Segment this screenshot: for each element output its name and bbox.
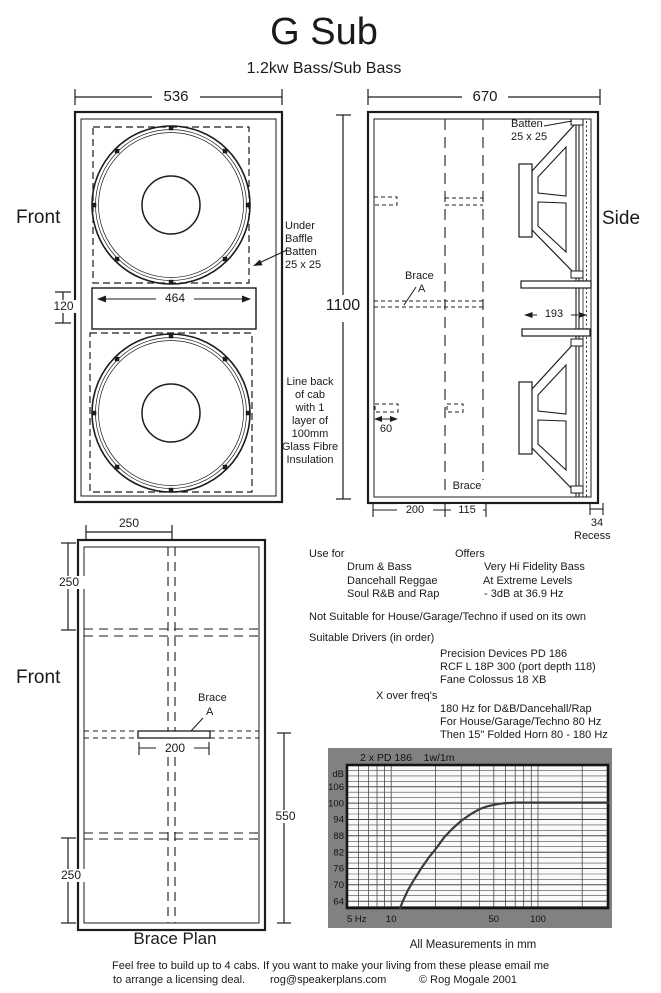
frequency-response-chart: 2 x PD 186 1w/1m dB 64 70 76 82 88 94 100 106 5 Hz…	[328, 748, 612, 928]
bp-brace-a-bar	[137, 730, 211, 739]
batten-note-leader	[543, 120, 573, 127]
xover-item: 180 Hz for D&B/Dancehall/Rap	[440, 703, 592, 715]
front-view-label: Front	[16, 207, 61, 228]
svg-text:100: 100	[328, 798, 344, 809]
side-recess-label: Recess	[574, 530, 611, 542]
front-port-width-dim-label: 464	[156, 292, 194, 305]
side-115-dim-label: 115	[451, 504, 483, 517]
side-brace-note-line1: Brace	[405, 270, 434, 282]
svg-text:82: 82	[333, 847, 344, 858]
side-bottom-speaker-magnet	[518, 381, 533, 455]
footer-copyright: © Rog Mogale 2001	[419, 974, 518, 986]
baffle-note-leader-line	[258, 249, 288, 264]
driver-item: Precision Devices PD 186	[440, 648, 568, 660]
bp-left-top-dim-label: 250	[52, 576, 86, 589]
side-cabinet-outline	[366, 110, 600, 505]
bp-right-dim-label: 550	[268, 810, 303, 823]
page-title: G Sub	[270, 11, 378, 53]
footer-line1: Feel free to build up to 4 cabs. If you …	[112, 960, 550, 972]
side-200-dim-label: 200	[397, 504, 433, 517]
side-port-shelf-top	[520, 280, 592, 289]
side-brace-bottom-label: Brace	[447, 480, 487, 493]
xover-heading: X over freq's	[376, 690, 438, 702]
side-view-drawing	[336, 89, 604, 517]
insulation-note: Line back of cab with 1 layer of 100mm G…	[281, 376, 339, 466]
side-brace-note-leader	[403, 286, 417, 306]
driver-item: Fane Colossus 18 XB	[440, 674, 547, 686]
front-width-dim-label: 536	[152, 89, 200, 104]
use-for-heading: Use for	[309, 548, 345, 560]
footer-licensing-text: to arrange a licensing deal.	[113, 974, 246, 986]
bp-brace-note-line2: A	[206, 706, 214, 718]
use-for-item: Soul R&B and Rap	[347, 588, 440, 600]
use-for-item: Drum & Bass	[347, 561, 412, 573]
side-60-dim-label: 60	[379, 423, 393, 435]
bp-left-bottom-dim-label: 250	[54, 869, 88, 882]
svg-text:70: 70	[333, 880, 344, 891]
side-port-shelf-bottom	[521, 328, 591, 337]
driver-item: RCF L 18P 300 (port depth 118)	[440, 661, 596, 673]
bp-cabinet-outline	[76, 538, 267, 932]
brace-plan-view-label: Front	[16, 667, 61, 688]
side-top-speaker-cone	[537, 145, 567, 197]
front-port	[91, 287, 257, 330]
side-view-label: Side	[602, 208, 641, 229]
side-34-dim-label: 34	[590, 517, 604, 529]
not-suitable-note: Not Suitable for House/Garage/Techno if …	[309, 611, 586, 623]
side-brace-note-line2: A	[418, 283, 426, 295]
front-port-height-dim-label: 120	[47, 300, 80, 313]
bp-brace-width-dim-label: 200	[156, 742, 194, 755]
brace-plan-caption: Brace Plan	[133, 929, 217, 948]
offers-item: At Extreme Levels	[483, 575, 573, 587]
side-battens	[570, 118, 584, 494]
svg-text:88: 88	[333, 831, 344, 842]
svg-text:64: 64	[333, 896, 344, 907]
svg-text:5 Hz: 5 Hz	[347, 914, 367, 925]
use-for-item: Dancehall Reggae	[347, 575, 438, 587]
svg-text:2 x PD 186 1w/1m: 2 x PD 186 1w/1m	[360, 752, 455, 764]
offers-heading: Offers	[455, 548, 485, 560]
svg-text:50: 50	[489, 914, 500, 925]
svg-text:94: 94	[333, 815, 344, 826]
side-width-dim-label: 670	[462, 89, 508, 104]
bp-top-dim-label: 250	[110, 517, 148, 530]
svg-text:dB: dB	[332, 769, 344, 780]
front-cabinet-outline	[73, 110, 284, 504]
side-bottom-speaker-cone	[537, 363, 567, 415]
drivers-heading: Suitable Drivers (in order)	[309, 632, 435, 644]
page-subtitle: 1.2kw Bass/Sub Bass	[246, 60, 402, 77]
svg-text:76: 76	[333, 864, 344, 875]
xover-item: For House/Garage/Techno 80 Hz	[440, 716, 602, 728]
offers-item: - 3dB at 36.9 Hz	[484, 588, 564, 600]
brace-plan-drawing	[61, 525, 291, 932]
bp-brace-note-leader	[190, 717, 204, 732]
svg-text:10: 10	[386, 914, 397, 925]
front-top-speaker-bolts	[91, 125, 251, 285]
batten-note: Batten 25 x 25	[511, 118, 548, 143]
measurements-note: All Measurements in mm	[409, 939, 537, 951]
bp-brace-note-line1: Brace	[198, 692, 227, 704]
side-193-dim-label: 193	[537, 308, 571, 321]
frequency-response-plot: 2 x PD 186 1w/1m dB 64 70 76 82 88 94 100 106 5 Hz…	[328, 748, 612, 928]
svg-text:106: 106	[328, 782, 344, 793]
xover-item: Then 15" Folded Horn 80 - 180 Hz	[440, 729, 608, 741]
front-bottom-speaker-bolts	[91, 333, 251, 493]
side-top-speaker-magnet	[518, 163, 533, 238]
footer-email: rog@speakerplans.com	[270, 974, 387, 986]
offers-item: Very Hi Fidelity Bass	[484, 561, 585, 573]
side-60-brace-section	[374, 403, 399, 413]
side-height-dim-label: 1100	[321, 297, 365, 314]
svg-text:100: 100	[530, 914, 546, 925]
baffle-note: Under Baffle Batten 25 x 25	[285, 220, 322, 271]
